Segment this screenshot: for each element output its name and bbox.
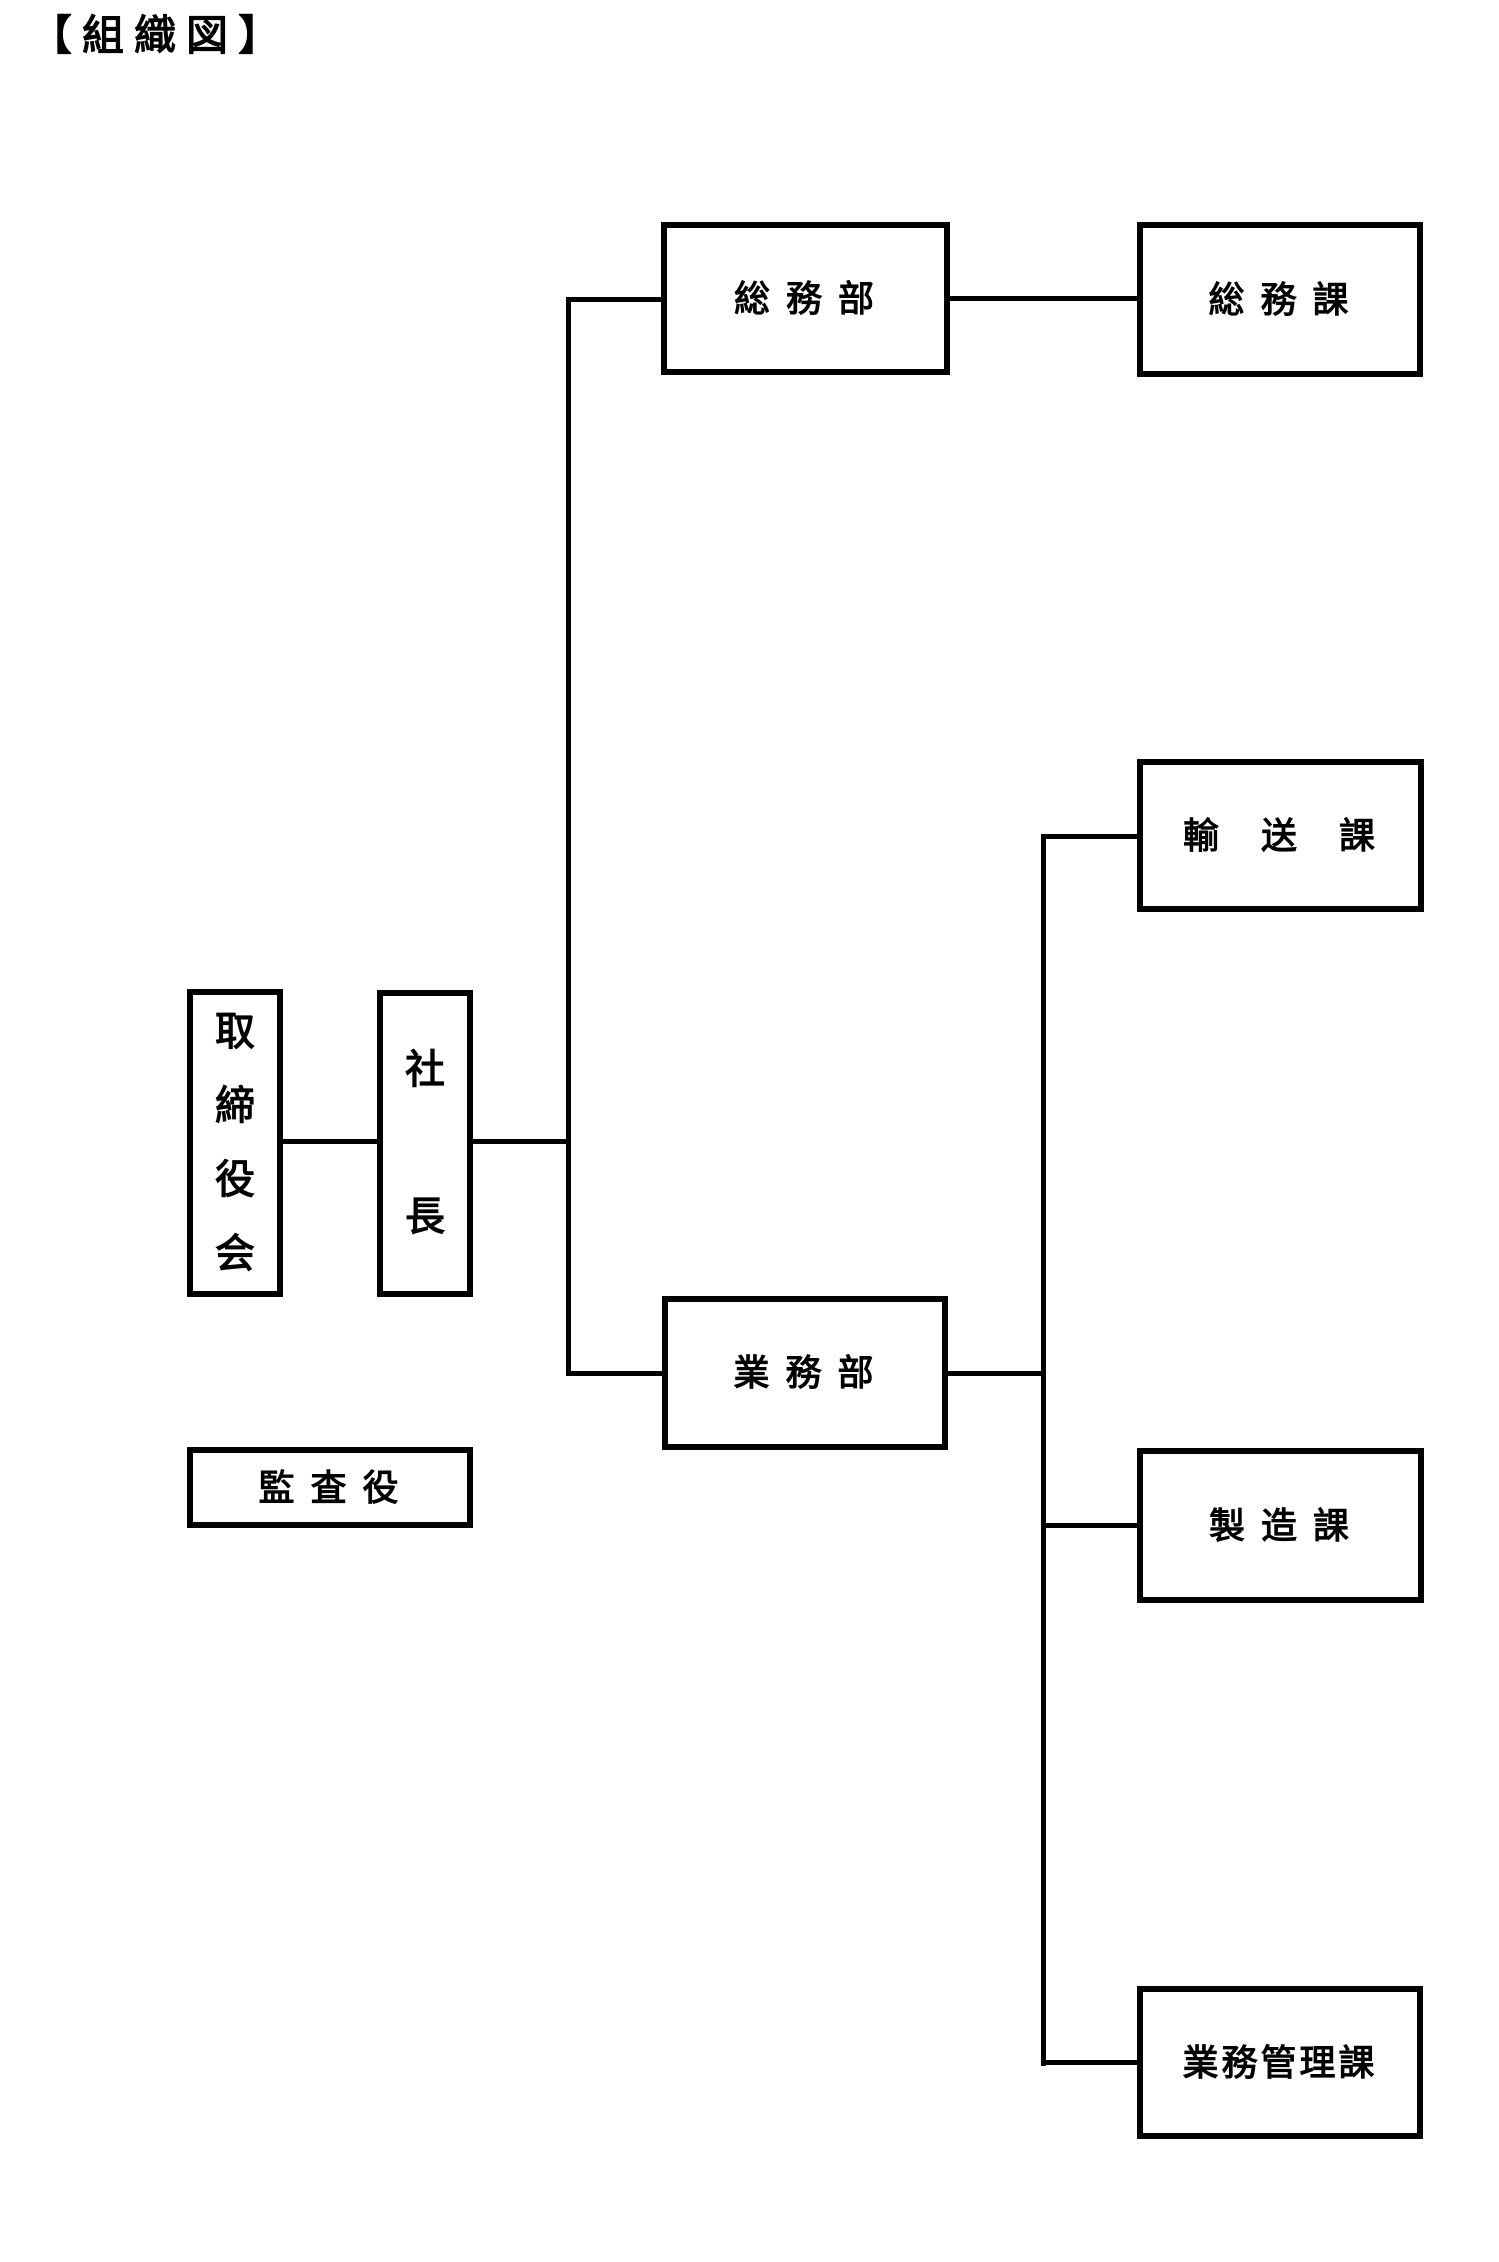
node-board-of-directors: 取締役会 [187, 989, 283, 1297]
connector-president-to-trunk [470, 1139, 571, 1144]
page-title: 【組織図】 [30, 12, 291, 59]
label-general-affairs-section: 総 務 課 [1208, 278, 1352, 320]
node-general-affairs-dept: 総 務 部 [661, 222, 950, 375]
node-manufacturing-section: 製 造 課 [1137, 1448, 1424, 1603]
connector-right-trunk [1041, 834, 1046, 2066]
label-president: 社長 [405, 1047, 445, 1240]
connector-general-affairs-dept-to-section [946, 296, 1140, 301]
connector-trunk-to-general-affairs-dept [566, 297, 664, 302]
connector-operations-dept-to-trunk [945, 1371, 1043, 1376]
node-transport-section: 輸 送 課 [1137, 759, 1424, 912]
label-transport-section: 輸 送 課 [1182, 814, 1378, 856]
node-operations-management-section: 業務管理課 [1137, 1986, 1423, 2139]
node-president: 社長 [377, 990, 473, 1297]
connector-trunk-to-operations-management-section [1041, 2060, 1140, 2065]
connector-board-to-president [280, 1139, 380, 1144]
connector-trunk-to-transport-section [1041, 834, 1140, 839]
connector-trunk-to-operations-dept [566, 1371, 665, 1376]
connector-left-trunk [566, 297, 571, 1376]
node-operations-dept: 業 務 部 [662, 1296, 948, 1450]
label-operations-management-section: 業務管理課 [1182, 2041, 1378, 2083]
label-manufacturing-section: 製 造 課 [1208, 1504, 1352, 1546]
node-general-affairs-section: 総 務 課 [1137, 222, 1423, 377]
label-operations-dept: 業 務 部 [733, 1352, 877, 1393]
label-general-affairs-dept: 総 務 部 [733, 277, 877, 319]
node-auditor: 監 査 役 [187, 1447, 473, 1528]
label-auditor: 監 査 役 [258, 1466, 402, 1508]
label-board-of-directors: 取締役会 [215, 1010, 255, 1276]
connector-trunk-to-manufacturing-section [1041, 1523, 1140, 1528]
